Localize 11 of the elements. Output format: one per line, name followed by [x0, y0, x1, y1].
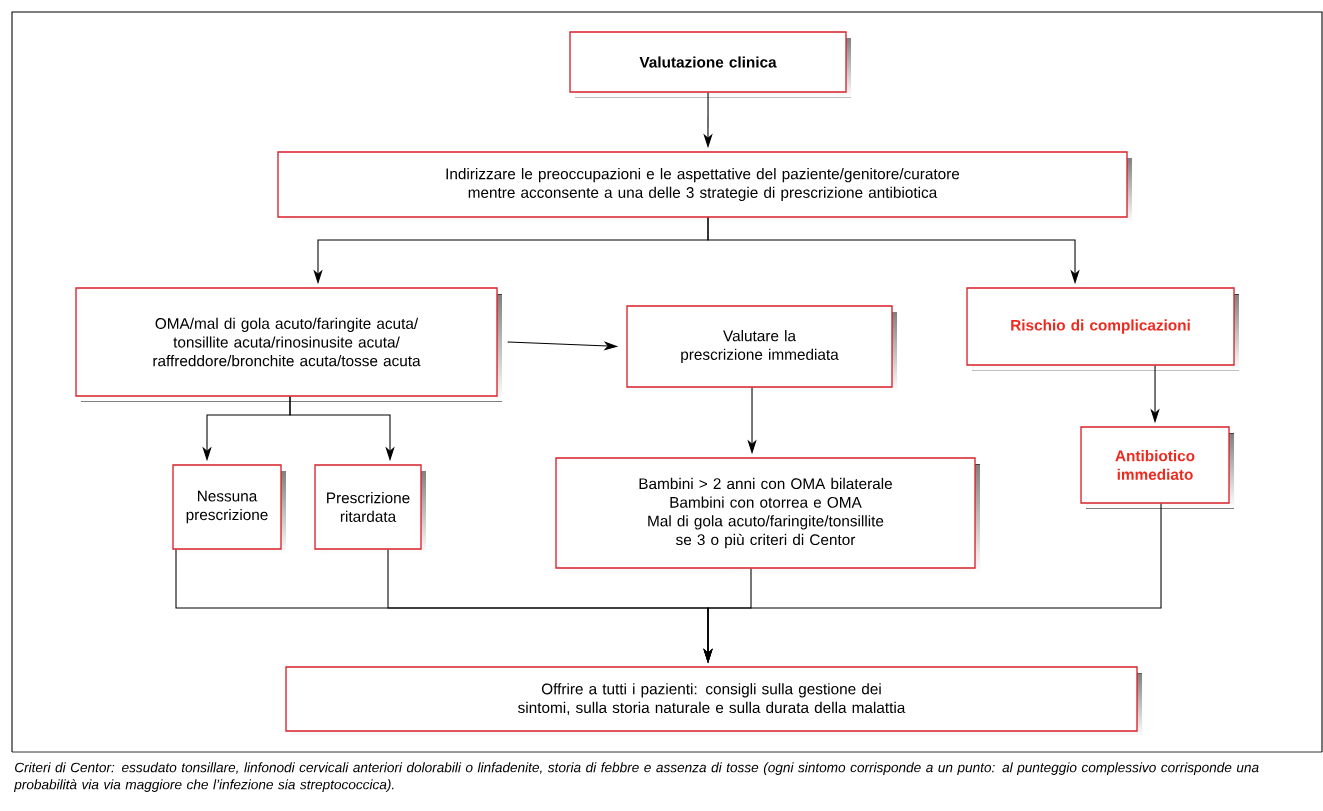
process-box: Antibiotico immediato — [1080, 426, 1234, 509]
process-box: Valutazione clinica — [569, 31, 851, 98]
process-box: Nessuna prescrizione — [172, 464, 286, 555]
process-box: Valutare la prescrizione immediata — [626, 305, 897, 393]
process-box: Indirizzare le preoccupazioni e le aspettative del paziente/genitore/curatore mentre acconsente a una delle 3 strategie di prescrizione antibiotica — [277, 151, 1132, 223]
process-box: OMA/mal di gola acuto/faringite acuta/ tonsillite acuta/rinosinusite acuta/ raffreddore/bronchite acuta/tosse acuta — [75, 287, 502, 402]
process-box: Offrire a tutti i pazienti: consigli sulla gestione dei sintomi, sulla storia naturale e sulla durata della malattia — [285, 666, 1142, 737]
process-box: Rischio di complicazioni — [966, 287, 1239, 371]
process-box: Prescrizione ritardata — [314, 464, 426, 555]
caption: Criteri di Centor: essudato tonsillare, linfonodi cervicali anteriori dolorabili o linfadenite, storia di febbre e assenza di tosse (ogni sintomo corrisponde a un punto: al punteggio complessivo corrisponde una probabilità via via maggiore che l’infezione sia streptococcica). — [13, 762, 1259, 792]
process-box: Bambini > 2 anni con OMA bilaterale Bambini con otorrea e OMA Mal di gola acuto/faringite/tonsillite se 3 o più criteri di Centor — [555, 457, 980, 574]
